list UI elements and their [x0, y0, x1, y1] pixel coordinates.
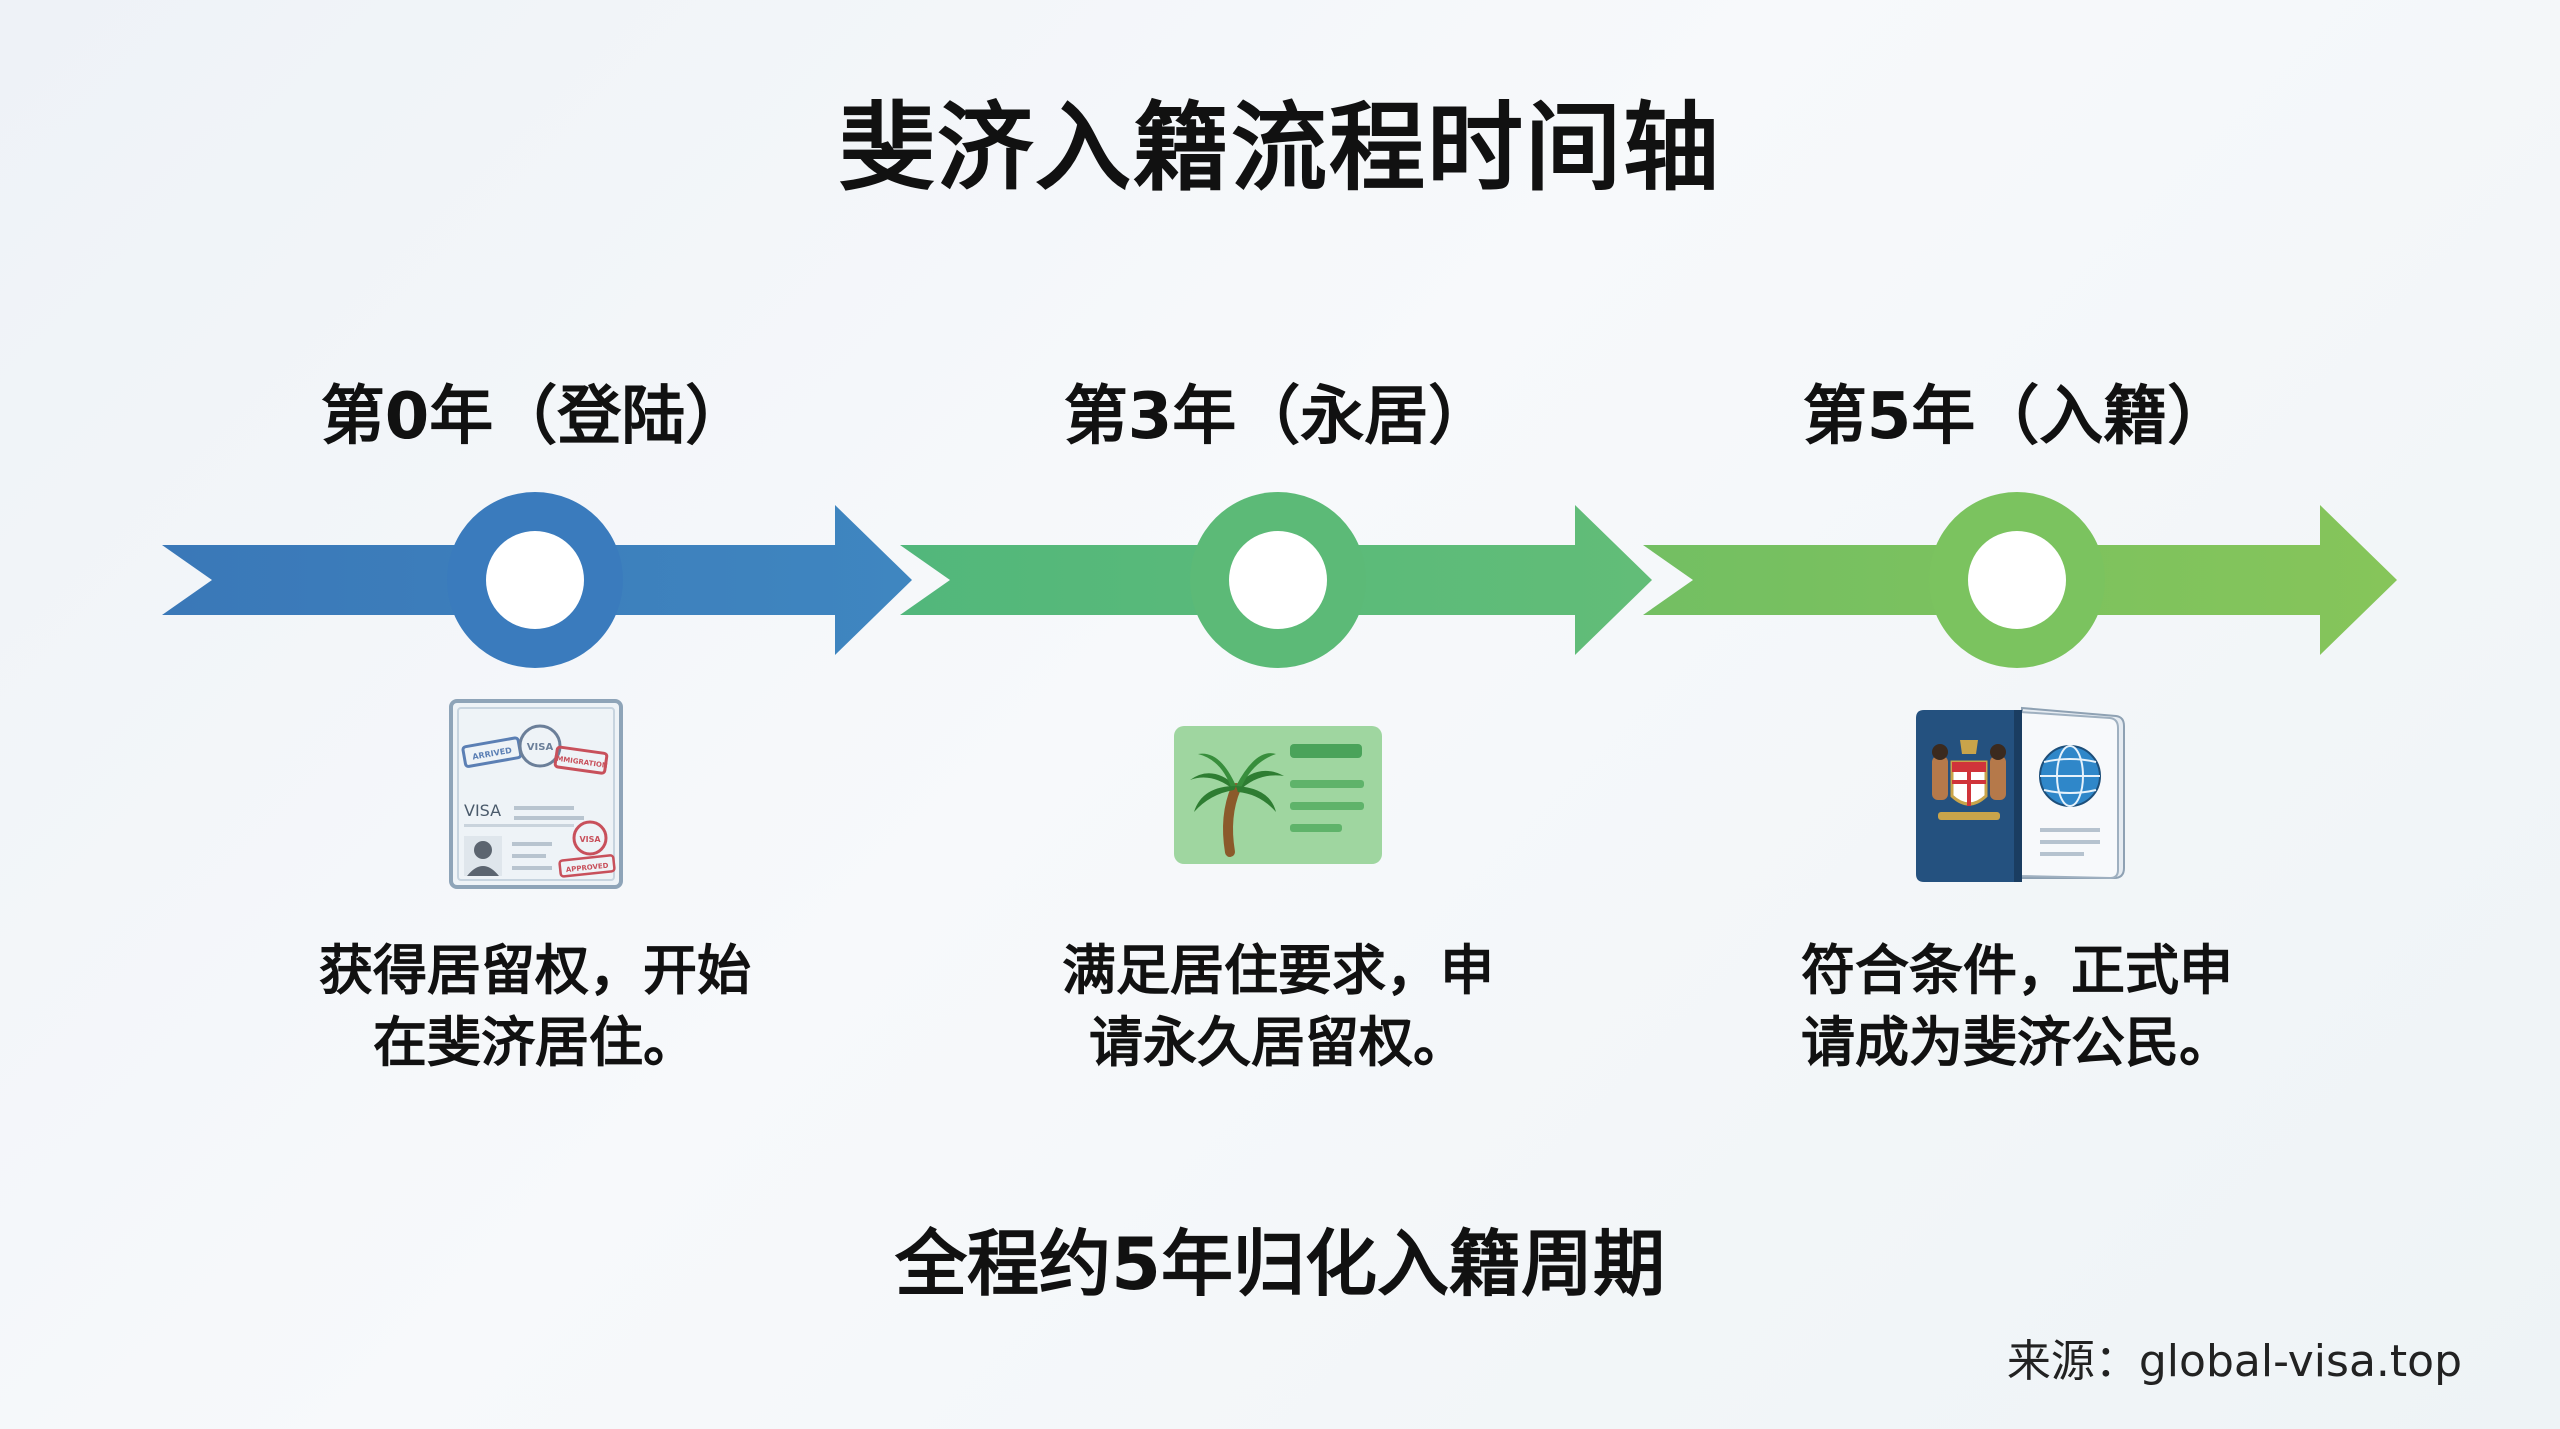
stamp-visa-red-text: VISA: [579, 835, 601, 844]
visa-page-label: VISA: [464, 801, 501, 820]
source-credit: 来源：global-visa.top: [2006, 1336, 2462, 1387]
stamp-visa-round-text: VISA: [527, 742, 554, 753]
stage-description-year-3: 满足居住要求，申 请永久居留权。: [1062, 939, 1494, 1074]
fiji-passport-icon: [1910, 700, 2128, 894]
timeline-segment-year-3: [900, 492, 1652, 668]
stage-description-year-0: 获得居留权，开始 在斐济居住。: [319, 939, 751, 1074]
stage-description-year-5: 符合条件，正式申 请成为斐济公民。: [1801, 939, 2233, 1074]
timeline-segment-year-0: [162, 492, 912, 668]
stage-label-year-0: 第0年（登陆）: [320, 380, 750, 454]
visa-stamped-passport-page-icon: ARRIVED VISA IMMIGRATION VISA VISA APPRO…: [448, 698, 624, 894]
summary-text: 全程约5年归化入籍周期: [894, 1222, 1666, 1306]
residence-card-icon: [1172, 724, 1384, 870]
page-title: 斐济入籍流程时间轴: [839, 92, 1721, 204]
stage-label-year-5: 第5年（入籍）: [1802, 380, 2232, 454]
timeline-segment-year-5: [1643, 492, 2397, 668]
stage-label-year-3: 第3年（永居）: [1063, 380, 1493, 454]
